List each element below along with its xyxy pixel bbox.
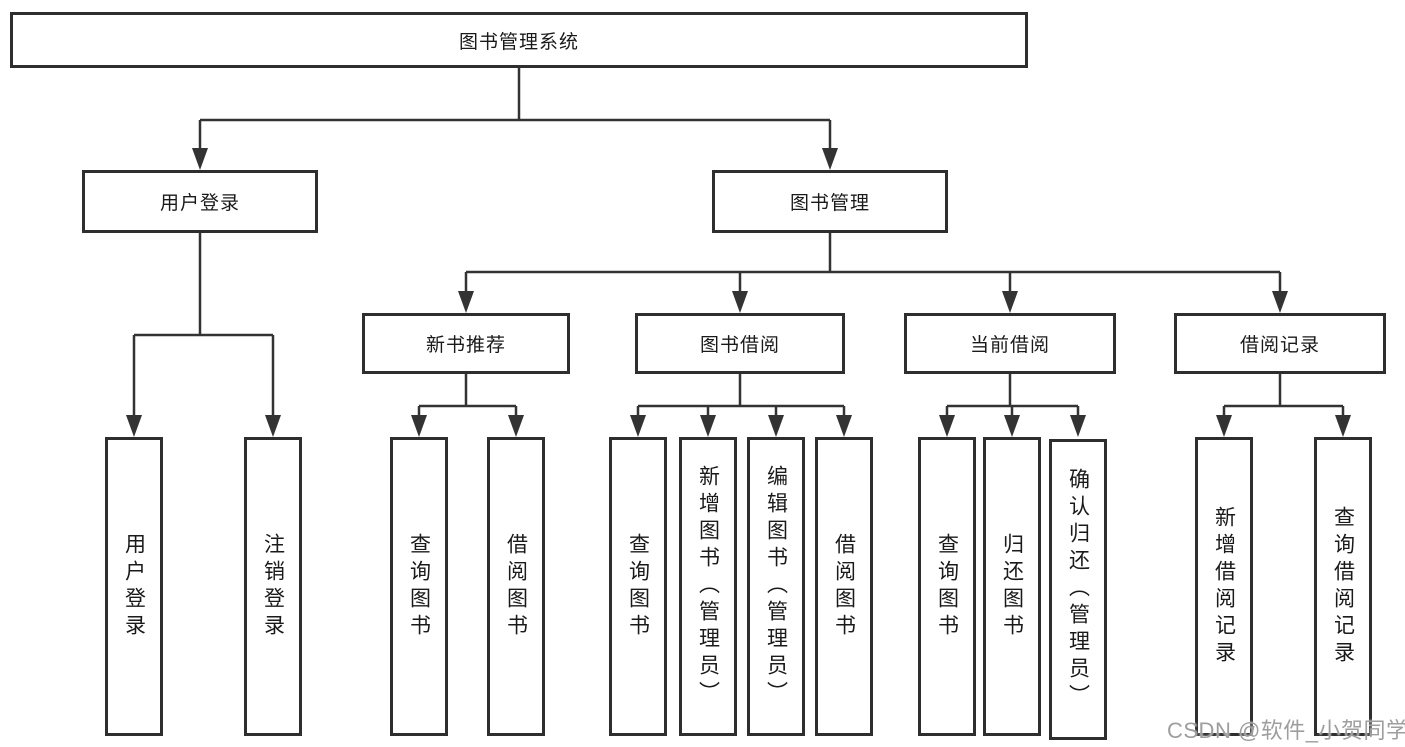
arrow-icon	[458, 291, 474, 313]
node-book-borrow: 图书借阅	[635, 313, 845, 374]
arrow-icon	[1002, 291, 1018, 313]
leaf-current-return: 归还图书	[983, 437, 1041, 736]
arrowheads	[126, 148, 1351, 437]
leaf-borrow-borrow: 借阅图书	[815, 437, 873, 736]
arrow-icon	[700, 415, 716, 437]
connector-borrowrecords-leaves	[1222, 374, 1345, 420]
connector-newbooks-leaves	[417, 374, 518, 420]
connector-bookmgmt-l3	[464, 233, 1282, 296]
arrow-icon	[822, 148, 838, 170]
node-current-borrow: 当前借阅	[904, 313, 1116, 374]
arrow-icon	[630, 415, 646, 437]
arrow-icon	[836, 415, 852, 437]
leaf-newbooks-borrow: 借阅图书	[487, 437, 545, 736]
arrow-icon	[732, 291, 748, 313]
arrow-icon	[508, 415, 524, 437]
arrow-icon	[1004, 415, 1020, 437]
leaf-records-query: 查询借阅记录	[1314, 437, 1372, 736]
arrow-icon	[265, 415, 281, 437]
watermark: CSDN @软件_小贺同学	[1167, 718, 1405, 743]
arrow-icon	[1272, 291, 1288, 313]
leaf-borrow-query: 查询图书	[609, 437, 667, 736]
arrow-icon	[768, 415, 784, 437]
node-borrow-records: 借阅记录	[1174, 313, 1386, 374]
arrow-icon	[1070, 415, 1086, 437]
node-user-login: 用户登录	[82, 170, 318, 233]
arrow-icon	[126, 415, 142, 437]
leaf-borrow-edit-admin: 编辑图书（管理员）	[747, 437, 805, 736]
arrow-icon	[411, 415, 427, 437]
node-new-book-recommend: 新书推荐	[362, 313, 570, 374]
connector-bookborrow-leaves	[636, 374, 846, 420]
connector-currentborrow-leaves	[945, 374, 1080, 420]
arrow-icon	[1335, 415, 1351, 437]
leaf-user-login: 用户登录	[105, 437, 163, 736]
leaf-logout: 注销登录	[244, 437, 302, 736]
node-root: 图书管理系统	[10, 12, 1028, 68]
connector-root-l2	[198, 68, 832, 152]
arrow-icon	[192, 148, 208, 170]
node-book-management: 图书管理	[712, 170, 948, 233]
leaf-current-confirm-admin: 确认归还（管理员）	[1049, 439, 1107, 740]
connector-userlogin-leaves	[132, 233, 275, 420]
arrow-icon	[939, 415, 955, 437]
leaf-borrow-add-admin: 新增图书（管理员）	[679, 437, 737, 736]
arrow-icon	[1216, 415, 1232, 437]
leaf-newbooks-query: 查询图书	[390, 437, 448, 736]
leaf-records-add: 新增借阅记录	[1195, 437, 1253, 736]
leaf-current-query: 查询图书	[918, 437, 976, 736]
